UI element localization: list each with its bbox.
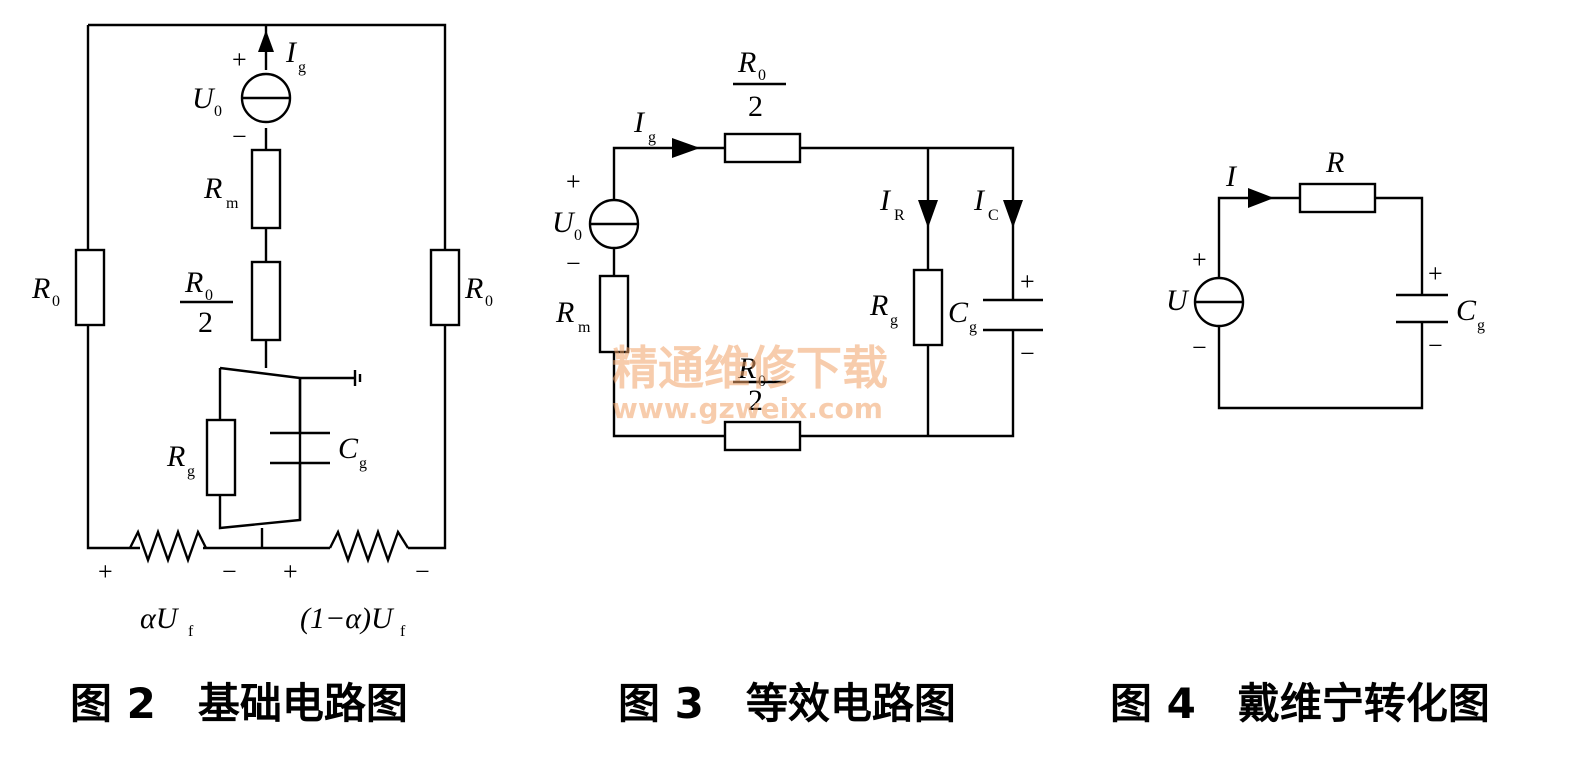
fig2-rm-sub: m (226, 195, 239, 212)
fig2-one-minus-alpha-uf-sub: f (400, 623, 406, 640)
fig2-r0-left-label: R (31, 272, 50, 305)
fig3-bottom-r-den: 2 (748, 384, 763, 417)
fig3-ir-label: I (879, 184, 892, 217)
figure-3-equivalent-circuit: R 0 2 I g + − U 0 R m I R I C R g C g + … (552, 46, 1043, 728)
fig4-cap-minus: − (1428, 331, 1443, 360)
watermark: 精通维修下载 www.gzweix.com (612, 341, 888, 425)
fig4-cap-plus: + (1428, 259, 1443, 288)
fig2-ig-label: I (285, 36, 298, 69)
fig2-bottom-sign-3: + (283, 557, 298, 586)
fig2-cg-sub: g (359, 455, 367, 472)
fig3-top-r-num: R (737, 46, 756, 79)
fig2-alpha-uf-label: αU (140, 602, 180, 635)
fig3-u0-sub: 0 (574, 227, 582, 244)
fig2-bottom-sign-1: + (98, 557, 113, 586)
fig4-minus-label: − (1192, 333, 1207, 362)
fig3-ir-sub: R (894, 207, 905, 224)
fig2-cg-label: C (338, 432, 359, 465)
fig4-current-arrow (1248, 188, 1274, 208)
fig2-u0-label: U (192, 82, 216, 115)
fig3-rm-resistor (598, 274, 630, 354)
fig3-ic-sub: C (988, 207, 999, 224)
fig3-ic-arrow (1003, 200, 1023, 228)
fig3-rg-label: R (869, 289, 888, 322)
fig2-resistor-zigzag-left (128, 528, 208, 564)
fig4-i-label: I (1225, 160, 1238, 193)
fig2-r0half-den: 2 (198, 306, 213, 339)
fig3-rm-label: R (555, 296, 574, 329)
fig4-resistor (1298, 182, 1377, 214)
fig2-r0-left-resistor (74, 248, 106, 327)
fig3-ig-label: I (633, 106, 646, 139)
fig4-u-label: U (1166, 284, 1190, 317)
fig3-u0-label: U (552, 206, 576, 239)
fig3-wires (612, 146, 1015, 438)
fig3-ig-sub: g (648, 129, 656, 146)
fig2-rg-sub: g (187, 463, 195, 480)
fig2-node-wire (218, 366, 355, 530)
fig2-ig-sub: g (298, 59, 306, 76)
fig2-alpha-uf-sub: f (188, 623, 194, 640)
fig3-caption: 图 3 等效电路图 (618, 679, 956, 728)
fig4-caption: 图 4 戴维宁转化图 (1110, 679, 1490, 728)
fig3-rm-sub: m (578, 319, 591, 336)
fig3-minus-label: − (566, 249, 581, 278)
fig2-minus-label: − (232, 122, 247, 151)
fig2-current-arrow (258, 30, 274, 52)
fig2-caption: 图 2 基础电路图 (70, 679, 408, 728)
fig4-cg-label: C (1456, 294, 1477, 327)
fig3-cg-capacitor (983, 298, 1043, 332)
figure-2-basic-circuit: + − I g U 0 R m R 0 2 R g C g R 0 R 0 + … (31, 23, 493, 728)
fig2-r0-right-label: R (464, 272, 483, 305)
fig3-ir-arrow (918, 200, 938, 228)
fig2-r0half-num-sub: 0 (205, 287, 213, 304)
fig2-rm-resistor (250, 148, 282, 230)
fig2-r0-left-sub: 0 (52, 293, 60, 310)
fig2-rg-resistor (205, 418, 237, 497)
fig3-top-r-num-sub: 0 (758, 67, 766, 84)
watermark-line-1: 精通维修下载 (612, 341, 888, 395)
fig2-bottom-sign-2: − (222, 557, 237, 586)
fig3-cg-label: C (948, 296, 969, 329)
fig4-r-label: R (1325, 146, 1344, 179)
fig2-resistor-zigzag-right (328, 528, 410, 564)
fig2-r0half-num: R (184, 266, 203, 299)
watermark-line-2: www.gzweix.com (612, 392, 883, 425)
fig2-bottom-wire (130, 528, 330, 550)
fig4-cg-capacitor (1396, 293, 1448, 324)
fig3-bottom-r0-half-resistor (723, 420, 802, 452)
fig2-u0-sub: 0 (214, 103, 222, 120)
fig3-bottom-r-num: R (737, 352, 756, 385)
fig3-ig-arrow (672, 138, 700, 158)
fig2-rg-label: R (166, 440, 185, 473)
fig3-cg-sub: g (969, 319, 977, 336)
fig2-r0-right-sub: 0 (485, 293, 493, 310)
figure-4-thevenin-circuit: I R + − U + − C g 图 4 戴维宁转化图 (1110, 146, 1490, 728)
fig4-plus-label: + (1192, 245, 1207, 274)
fig2-plus-label: + (232, 45, 247, 74)
fig4-cg-sub: g (1477, 317, 1485, 334)
fig3-rg-resistor (912, 268, 944, 347)
fig3-top-r0-half-resistor (723, 132, 802, 164)
fig4-wires (1217, 196, 1424, 410)
fig3-cap-plus: + (1020, 267, 1035, 296)
fig2-r0-half-resistor (250, 260, 282, 342)
ground-icon (353, 370, 362, 386)
fig2-r0-right-resistor (429, 248, 461, 327)
fig2-rm-label: R (203, 172, 222, 205)
fig2-one-minus-alpha-uf-label: (1−α)U (300, 602, 395, 635)
fig3-cap-minus: − (1020, 339, 1035, 368)
fig3-ic-label: I (973, 184, 986, 217)
fig3-plus-label: + (566, 167, 581, 196)
fig2-bottom-sign-4: − (415, 557, 430, 586)
fig3-top-r-den: 2 (748, 90, 763, 123)
fig3-rg-sub: g (890, 312, 898, 329)
